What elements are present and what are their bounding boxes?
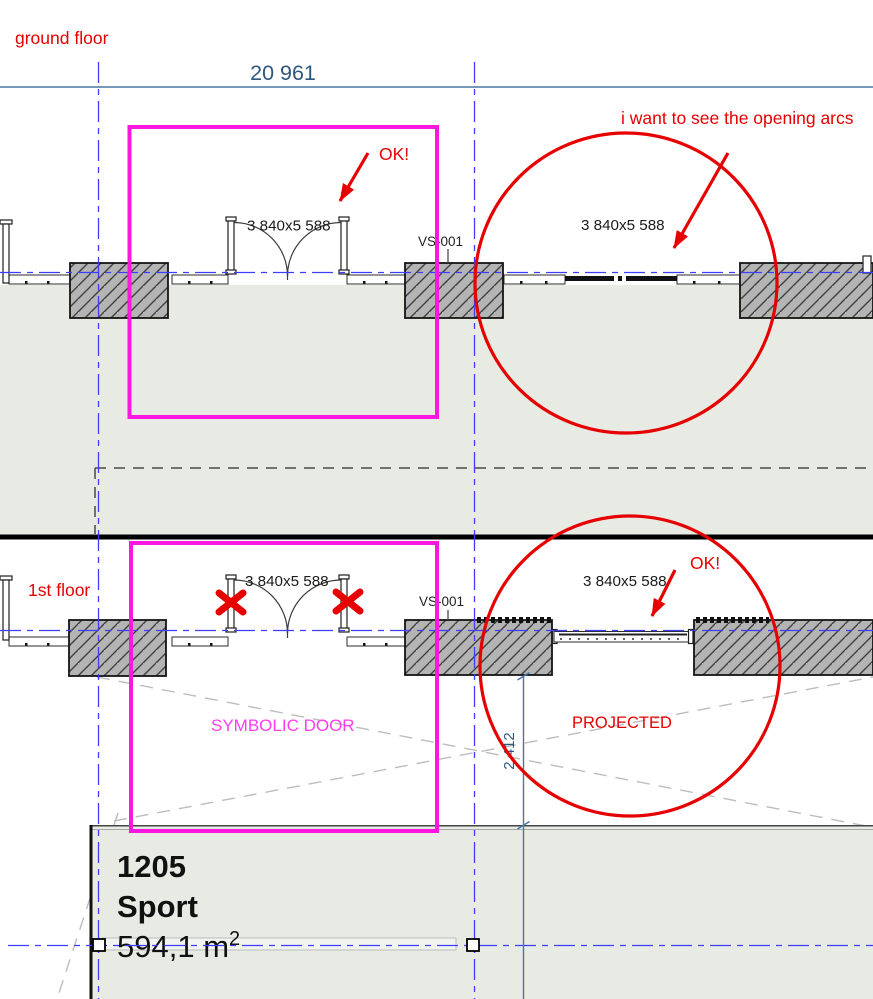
floor-separator-bar xyxy=(0,534,873,540)
door-opening-arc-left xyxy=(233,579,289,634)
room-fill xyxy=(91,826,873,999)
opening-arcs-note: i want to see the opening arcs xyxy=(621,108,854,128)
first-floor-label: 1st floor xyxy=(28,580,90,600)
ff-door-size-right: 3 840x5 588 xyxy=(583,573,667,590)
red-arrow-gf-note xyxy=(672,152,730,249)
ff-door-size-left: 3 840x5 588 xyxy=(245,573,329,590)
door-panel xyxy=(565,276,677,281)
sill-dots xyxy=(25,281,721,284)
ground-floor-left-jamb xyxy=(0,219,13,284)
red-arrow-ff-ok xyxy=(650,569,677,617)
edge-jamb-notch xyxy=(862,255,872,274)
axis-node-marker-right[interactable] xyxy=(466,938,480,952)
dimension-total-width: 20 961 xyxy=(0,61,873,88)
red-annotations: ground floor 1st floor OK! OK! i want to… xyxy=(15,28,854,818)
ground-floor-walls xyxy=(69,255,873,319)
red-circle-first xyxy=(478,514,782,818)
magenta-highlight-box-first xyxy=(129,541,439,833)
room-number: 1205 xyxy=(117,849,186,884)
ground-floor-label: ground floor xyxy=(15,28,109,48)
symbolic-door-label: SYMBOLIC DOOR xyxy=(211,716,355,735)
first-floor-left-jamb xyxy=(0,575,13,641)
projected-label: PROJECTED xyxy=(572,714,672,732)
ok-label-first: OK! xyxy=(690,553,720,573)
ff-vs-label: VS-001 xyxy=(419,594,464,609)
first-floor-walls xyxy=(68,617,873,677)
axis-node-marker-left[interactable] xyxy=(92,938,106,952)
hidden-edge-dashed xyxy=(94,467,873,534)
first-floor-door-projected xyxy=(551,628,694,645)
sill-dots xyxy=(25,643,388,646)
room-left-wall-edge xyxy=(89,825,93,999)
ok-label-ground: OK! xyxy=(379,144,409,164)
first-floor-plan xyxy=(0,574,873,999)
red-x-mark-left xyxy=(215,589,247,616)
gf-door-size-right: 3 840x5 588 xyxy=(581,217,665,234)
room-name: Sport xyxy=(117,889,198,924)
gf-vs-label: VS-001 xyxy=(418,234,463,249)
room-1205: 1205 Sport 594,1 m2 xyxy=(89,825,873,999)
gf-door-size-left: 3 840x5 588 xyxy=(247,218,331,235)
door-opening-arc-left xyxy=(233,221,289,277)
magenta-highlight-box-ground xyxy=(127,125,439,419)
door-opening-arc-right xyxy=(286,579,342,634)
room-area: 594,1 m2 xyxy=(117,928,240,964)
red-arrow-gf-ok xyxy=(338,152,370,202)
ground-floor-door-projected xyxy=(565,276,677,281)
red-circle-ground xyxy=(473,131,779,435)
drawing-labels: 3 840x5 588 3 840x5 588 VS-001 3 840x5 5… xyxy=(245,217,667,609)
total-width-value: 20 961 xyxy=(250,61,316,85)
red-x-mark-right xyxy=(332,588,364,615)
door-opening-arc-right xyxy=(286,221,342,277)
